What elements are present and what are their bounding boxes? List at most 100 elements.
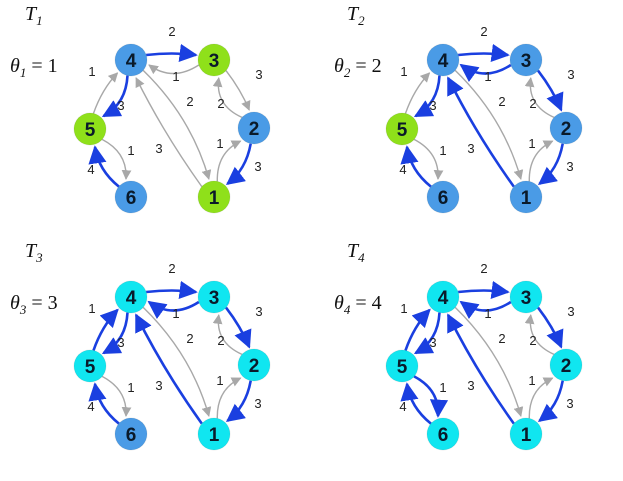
node-1: 1 xyxy=(197,417,231,451)
edge-label-5-to-4: 3 xyxy=(117,98,124,113)
edge-2-to-1 xyxy=(225,380,252,423)
edge-1-to-4 xyxy=(135,77,203,188)
title-symbol: T xyxy=(347,240,360,262)
edge-label-6-to-5: 1 xyxy=(127,380,134,395)
edge-5-to-4 xyxy=(92,308,119,351)
edge-label-4-to-3: 1 xyxy=(172,306,179,321)
edge-label-6-to-5: 1 xyxy=(439,143,446,158)
edge-6-to-5 xyxy=(400,145,432,188)
edge-label-1-to-2: 3 xyxy=(254,396,261,411)
edge-1-to-2 xyxy=(216,377,242,419)
edge-label-4-to-1: 3 xyxy=(467,141,474,156)
edge-label-2-to-3: 3 xyxy=(255,304,262,319)
edge-label-1-to-4: 2 xyxy=(186,94,193,109)
edge-3-to-4 xyxy=(148,64,200,75)
node-label: 1 xyxy=(521,425,532,446)
node-1: 1 xyxy=(509,180,543,214)
node-5: 5 xyxy=(73,112,107,146)
theta-subscript: 4 xyxy=(344,302,351,317)
node-label: 6 xyxy=(126,425,137,446)
node-circle xyxy=(197,43,231,77)
edge-label-4-to-5: 1 xyxy=(88,64,95,79)
edge-2-to-1 xyxy=(537,380,564,423)
theta-symbol: θ xyxy=(334,292,344,314)
edge-label-6-to-5: 1 xyxy=(127,143,134,158)
node-circle xyxy=(426,180,460,214)
theta-value: = 1 xyxy=(26,55,57,77)
edge-3-to-2 xyxy=(224,306,252,349)
edge-4-to-3 xyxy=(146,43,198,62)
edge-4-to-1 xyxy=(454,69,524,180)
node-label: 4 xyxy=(438,51,449,72)
node-circle xyxy=(114,417,148,451)
edge-2-to-3 xyxy=(212,77,243,119)
node-circle xyxy=(509,180,543,214)
edge-label-3-to-4: 2 xyxy=(480,24,487,39)
edge-1-to-2 xyxy=(216,140,242,182)
edge-5-to-6 xyxy=(101,375,132,417)
edge-label-2-to-3: 3 xyxy=(255,67,262,82)
edge-label-3-to-4: 2 xyxy=(168,261,175,276)
node-label: 6 xyxy=(438,425,449,446)
edge-5-to-4 xyxy=(92,72,119,114)
edge-4-to-1 xyxy=(142,69,212,180)
edge-label-1-to-2: 3 xyxy=(566,396,573,411)
panel-title: T4 xyxy=(347,240,365,265)
edge-label-5-to-4: 3 xyxy=(429,335,436,350)
edge-label-5-to-6: 4 xyxy=(87,162,94,177)
node-circle xyxy=(509,280,543,314)
theta-value: = 2 xyxy=(350,55,381,77)
node-circle xyxy=(426,43,460,77)
node-circle xyxy=(237,348,271,382)
edge-label-5-to-4: 3 xyxy=(429,98,436,113)
node-label: 3 xyxy=(209,51,220,72)
edge-label-1-to-4: 2 xyxy=(498,94,505,109)
node-5: 5 xyxy=(385,349,419,383)
node-5: 5 xyxy=(385,112,419,146)
node-circle xyxy=(114,280,148,314)
edge-label-5-to-4: 3 xyxy=(117,335,124,350)
edge-label-4-to-1: 3 xyxy=(467,378,474,393)
node-label: 1 xyxy=(209,425,220,446)
node-label: 5 xyxy=(85,120,96,141)
node-2: 2 xyxy=(237,111,271,145)
edge-2-to-1 xyxy=(537,143,564,186)
title-subscript: 1 xyxy=(36,13,43,28)
node-4: 4 xyxy=(426,280,460,314)
edge-label-3-to-4: 2 xyxy=(480,261,487,276)
edge-1-to-2 xyxy=(528,377,554,419)
theta-subscript: 1 xyxy=(20,65,27,80)
edge-label-4-to-3: 1 xyxy=(172,69,179,84)
node-circle xyxy=(73,349,107,383)
node-circle xyxy=(197,280,231,314)
node-3: 3 xyxy=(509,280,543,314)
edge-label-2-to-1: 1 xyxy=(216,373,223,388)
node-label: 2 xyxy=(249,356,260,377)
edge-label-4-to-5: 1 xyxy=(88,301,95,316)
edge-label-1-to-2: 3 xyxy=(566,159,573,174)
edge-label-4-to-3: 1 xyxy=(484,306,491,321)
edge-1-to-4 xyxy=(446,76,515,188)
node-label: 6 xyxy=(438,188,449,209)
edge-4-to-5 xyxy=(413,312,441,355)
edge-2-to-3 xyxy=(524,77,555,119)
edge-label-3-to-4: 2 xyxy=(168,24,175,39)
theta-value: = 3 xyxy=(26,292,57,314)
node-label: 4 xyxy=(126,288,137,309)
node-label: 4 xyxy=(126,51,137,72)
edge-5-to-6 xyxy=(101,138,132,180)
node-3: 3 xyxy=(197,280,231,314)
edge-label-4-to-1: 3 xyxy=(155,141,162,156)
node-circle xyxy=(509,43,543,77)
edge-5-to-4 xyxy=(404,72,431,114)
edge-4-to-5 xyxy=(101,75,129,118)
edge-label-1-to-4: 2 xyxy=(498,331,505,346)
node-label: 3 xyxy=(209,288,220,309)
